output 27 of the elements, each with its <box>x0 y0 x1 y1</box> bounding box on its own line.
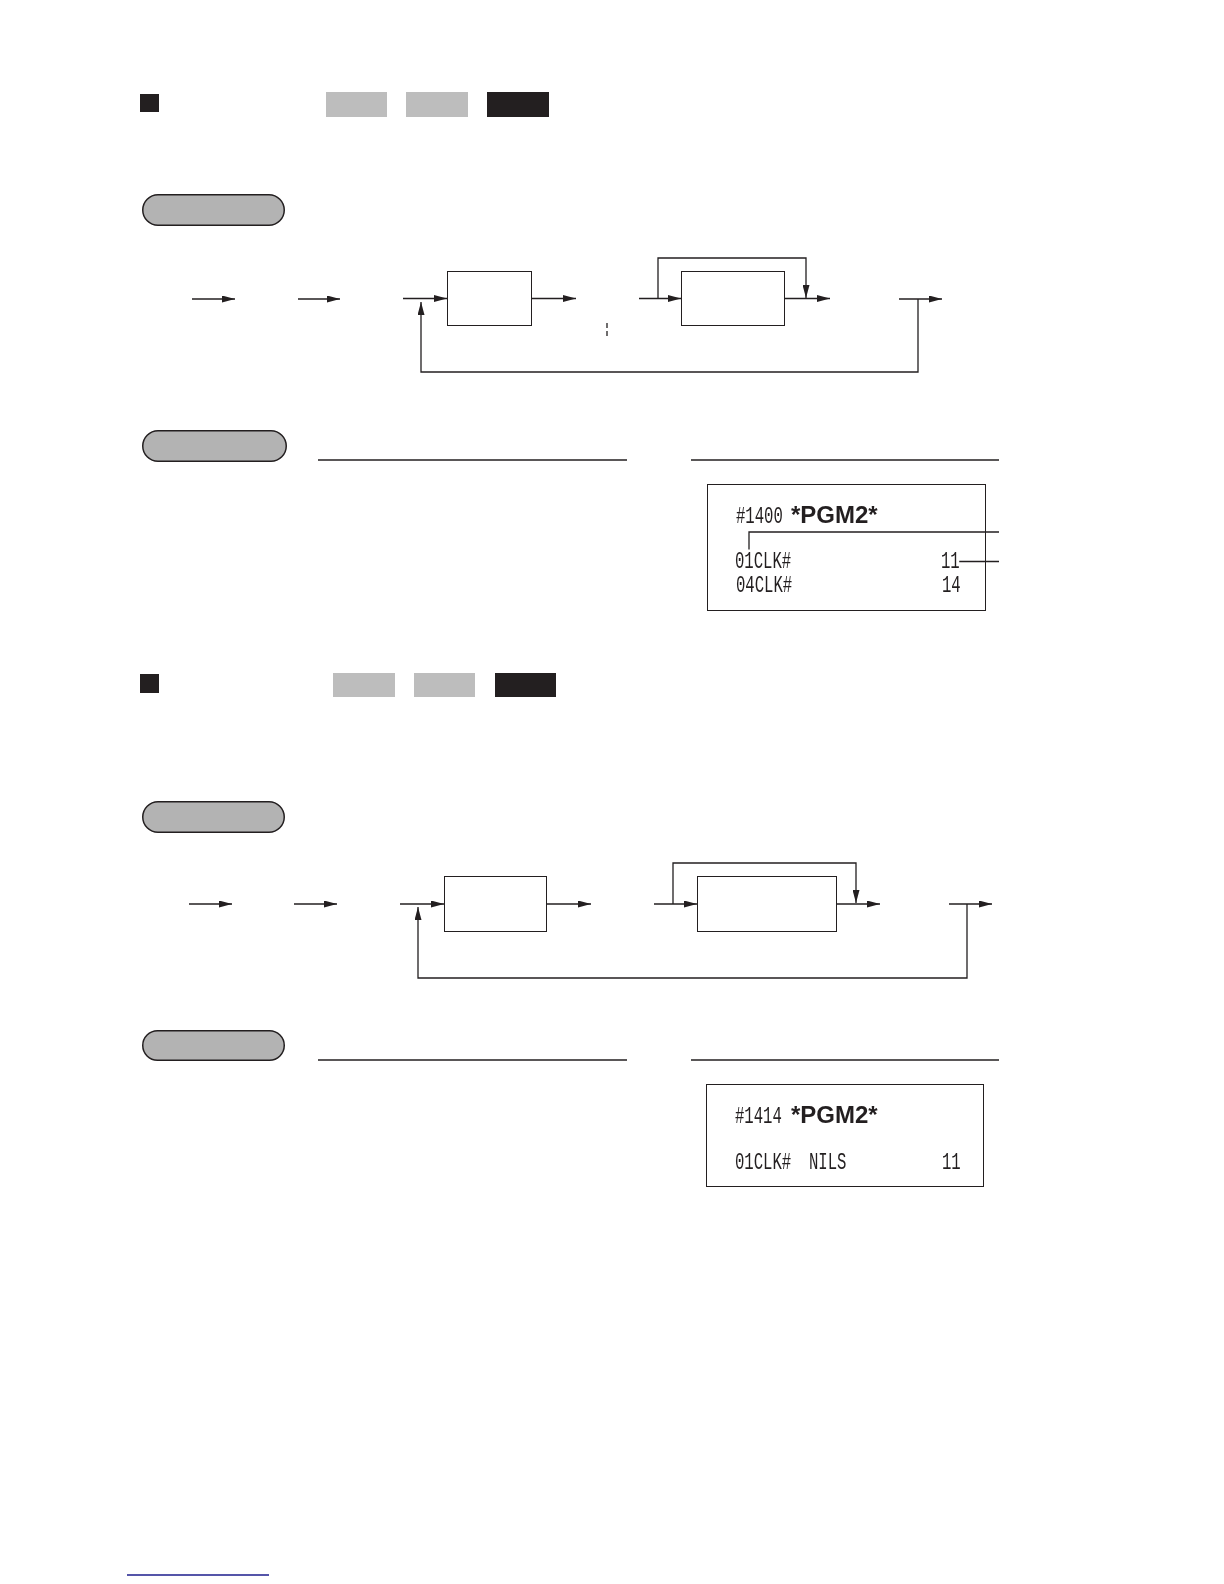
leader-line <box>748 531 1000 551</box>
arrow <box>638 295 682 302</box>
receipt-printout <box>707 484 986 611</box>
process-box <box>697 876 837 932</box>
receipt-line-text: 04CLK# <box>736 574 793 598</box>
program-mode-text: *PGM2* <box>791 503 878 527</box>
receipt-number-text: #1400 <box>736 505 783 529</box>
arrow <box>784 295 831 302</box>
arrow <box>531 295 577 302</box>
process-box <box>444 876 547 932</box>
leader-line <box>958 560 1000 563</box>
program-mode-text: *PGM2* <box>791 1103 878 1127</box>
process-box <box>681 271 785 326</box>
amount-text: 11 <box>942 1151 961 1175</box>
process-box <box>447 271 532 326</box>
receipt-printout <box>706 1084 984 1187</box>
receipt-line-text: 01CLK# <box>734 549 791 574</box>
amount-text: 14 <box>942 574 961 598</box>
receipt-line-text: 01CLK# <box>735 1151 792 1175</box>
arrow <box>546 900 592 908</box>
clerk-name-text: NILS <box>809 1151 847 1175</box>
receipt-number-text: #1414 <box>735 1105 782 1129</box>
arrow <box>653 900 698 908</box>
arrow <box>402 295 448 302</box>
arrow <box>836 900 881 908</box>
arrow <box>399 900 445 908</box>
amount-text: 11 <box>940 549 960 574</box>
